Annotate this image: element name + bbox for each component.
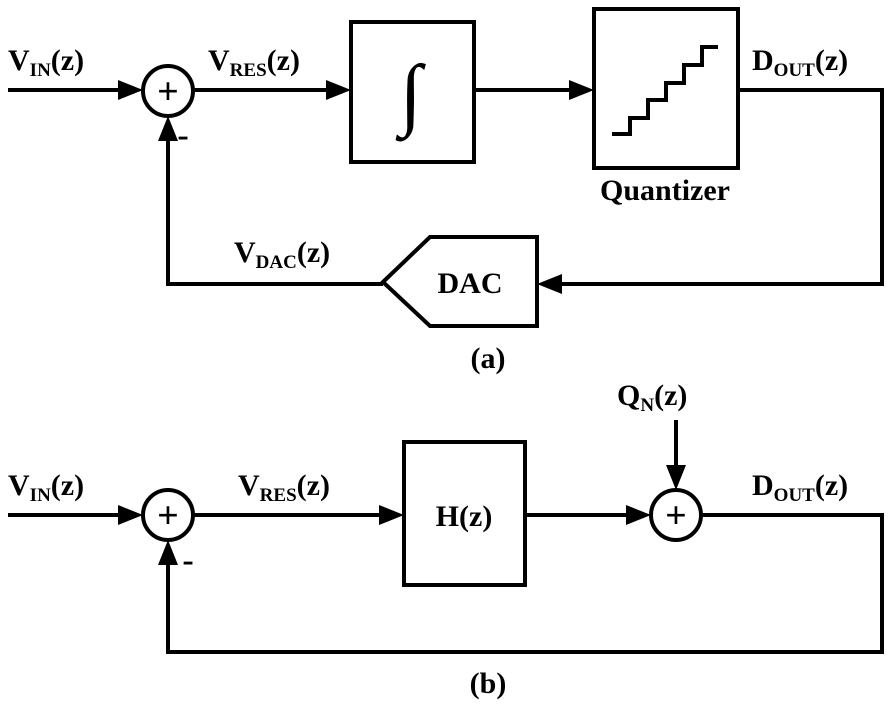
feedback-arrow-a xyxy=(158,116,178,141)
input-label-b: VIN(z) xyxy=(8,469,84,506)
dac-block xyxy=(380,235,539,328)
residue-label-a: VRES(z) xyxy=(208,44,300,81)
feedback-wire-a xyxy=(166,136,383,286)
sum-minus-sign-a: - xyxy=(177,117,188,154)
diagram-a: + - ∫ Quantizer DAC VIN(z) VRES(z) DOUT(… xyxy=(8,7,884,375)
dac-output-label: VDAC(z) xyxy=(234,236,330,273)
quantizer-input-arrow xyxy=(569,80,594,100)
noise-label: QN(z) xyxy=(617,379,687,416)
sum1-plus-sign-b: + xyxy=(157,495,179,537)
loop-filter-label: H(z) xyxy=(436,500,493,533)
output-feedback-wire-b xyxy=(166,513,884,654)
loop-filter-block xyxy=(402,440,527,587)
noise-input-arrow xyxy=(666,465,686,490)
diagram-b: + - H(z) + VIN(z) VRES(z) DOUT(z) QN(z) … xyxy=(8,379,884,700)
input-label-a: VIN(z) xyxy=(8,44,84,81)
sum-plus-sign-a: + xyxy=(157,71,179,113)
residue-label-b: VRES(z) xyxy=(238,469,330,506)
residue-arrow-b xyxy=(379,505,404,525)
quantizer-label: Quantizer xyxy=(600,174,730,207)
residue-arrow-a xyxy=(326,80,351,100)
sum2-input-arrow xyxy=(626,505,651,525)
output-label-a: DOUT(z) xyxy=(752,44,848,81)
sum2-plus-sign-b: + xyxy=(665,495,687,537)
output-feedback-wire-a xyxy=(552,88,884,286)
dac-label: DAC xyxy=(438,267,503,300)
output-label-b: DOUT(z) xyxy=(752,469,848,506)
caption-b: (b) xyxy=(470,667,507,700)
dac-input-arrow xyxy=(537,274,562,294)
input-arrow-a xyxy=(118,80,143,100)
feedback-arrow-b xyxy=(158,540,178,565)
sum1-minus-sign-b: - xyxy=(182,542,193,579)
input-arrow-b xyxy=(118,505,143,525)
integral-symbol: ∫ xyxy=(395,50,426,142)
caption-a: (a) xyxy=(471,342,506,375)
quantizer-staircase-icon xyxy=(612,45,718,136)
